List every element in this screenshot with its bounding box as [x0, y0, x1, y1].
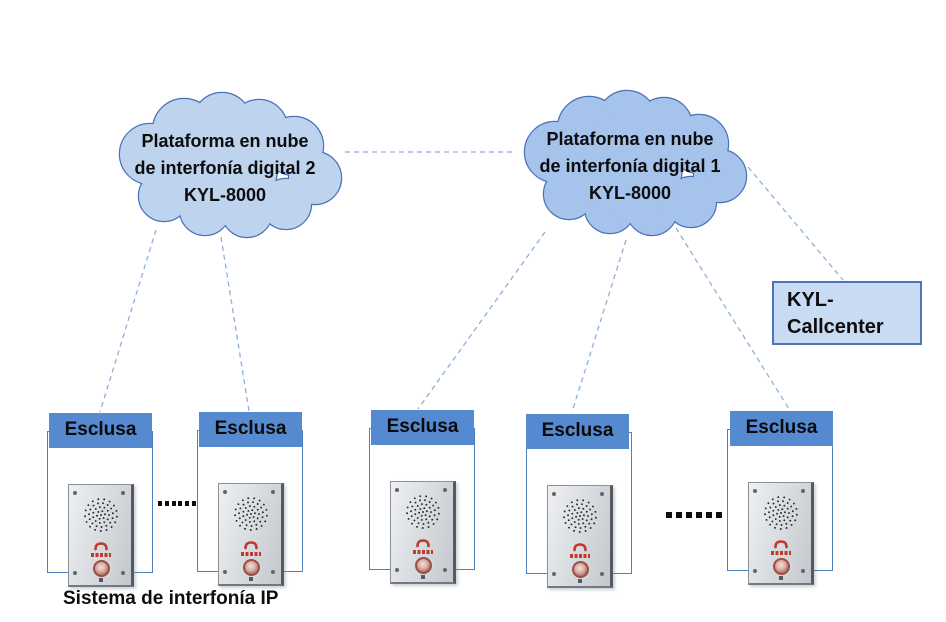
cloud-platform-1-label: Plataforma en nube de interfonía digital…: [505, 126, 755, 207]
cloud-platform-1-icon: [505, 86, 755, 242]
device-frame: [197, 430, 303, 586]
call-button: [243, 559, 260, 576]
intercom-device: [68, 484, 134, 587]
intercom-device: [547, 485, 613, 588]
bottom-mark-icon: [249, 577, 253, 581]
device-frame: [369, 428, 475, 584]
cloud1-line2: de interfonía digital 1: [539, 156, 721, 176]
screw-icon: [600, 492, 604, 496]
cloud-platform-2-label: Plataforma en nube de interfonía digital…: [100, 128, 350, 209]
esclusa-unit-5: Esclusa: [727, 411, 837, 585]
call-button: [572, 561, 589, 578]
ellipsis-dot: [164, 501, 169, 506]
ellipsis-dot: [716, 512, 722, 518]
screw-icon: [271, 490, 275, 494]
phone-handset-icon: [573, 543, 587, 552]
speaker-grille-icon: [84, 498, 118, 532]
callcenter-box: KYL- Callcenter: [772, 281, 922, 345]
connector-cloud1-esclusa4: [571, 239, 627, 413]
ellipsis-dot: [706, 512, 712, 518]
intercom-device: [390, 481, 456, 584]
screw-icon: [443, 568, 447, 572]
phone-handset-icon: [774, 540, 788, 549]
device-red-label: [413, 550, 433, 554]
bottom-mark-icon: [99, 578, 103, 582]
bottom-mark-icon: [578, 579, 582, 583]
screw-icon: [753, 489, 757, 493]
esclusa-unit-4: Esclusa: [526, 414, 636, 588]
ellipsis-dot: [158, 501, 162, 506]
screw-icon: [395, 488, 399, 492]
esclusa-unit-1: Esclusa: [47, 413, 157, 587]
ellipsis-dot: [171, 501, 176, 506]
device-frame: [526, 432, 632, 588]
intercom-device: [748, 482, 814, 585]
device-red-label: [241, 552, 261, 556]
cloud-platform-2-icon: [100, 90, 350, 242]
cloud2-line1: Plataforma en nube: [141, 131, 309, 151]
device-frame: [47, 431, 153, 587]
intercom-device: [218, 483, 284, 586]
screw-icon: [801, 569, 805, 573]
connector-cloud2-esclusa1: [99, 229, 157, 413]
screw-icon: [73, 571, 77, 575]
screw-icon: [121, 491, 125, 495]
device-frame: [727, 429, 833, 585]
esclusa-unit-2: Esclusa: [197, 412, 307, 586]
screw-icon: [600, 572, 604, 576]
device-red-label: [91, 553, 111, 557]
cloud2-line2: de interfonía digital 2: [134, 158, 316, 178]
screw-icon: [395, 568, 399, 572]
speaker-grille-icon: [563, 499, 597, 533]
phone-handset-icon: [94, 542, 108, 551]
connector-cloud2-esclusa2: [220, 236, 250, 412]
diagram-caption: Sistema de interfonía IP: [63, 588, 279, 609]
screw-icon: [552, 572, 556, 576]
screw-icon: [121, 571, 125, 575]
cloud1-line1: Plataforma en nube: [546, 129, 714, 149]
speaker-grille-icon: [406, 495, 440, 529]
call-button: [93, 560, 110, 577]
connector-cloud1-esclusa3: [417, 231, 546, 410]
phone-handset-icon: [416, 539, 430, 548]
screw-icon: [73, 491, 77, 495]
ellipsis-dot: [696, 512, 702, 518]
bottom-mark-icon: [421, 575, 425, 579]
screw-icon: [552, 492, 556, 496]
device-red-label: [570, 554, 590, 558]
ellipsis-dot: [676, 512, 682, 518]
ellipsis-separator-left: [158, 501, 198, 506]
device-red-label: [771, 551, 791, 555]
screw-icon: [753, 569, 757, 573]
screw-icon: [801, 489, 805, 493]
esclusa-band: Esclusa: [526, 414, 629, 449]
ellipsis-dot: [178, 501, 183, 506]
esclusa-band: Esclusa: [371, 410, 474, 445]
screw-icon: [223, 570, 227, 574]
cloud1-line3: KYL-8000: [588, 183, 672, 203]
screw-icon: [223, 490, 227, 494]
callcenter-line1: KYL-: [787, 289, 834, 311]
screw-icon: [443, 488, 447, 492]
esclusa-unit-3: Esclusa: [369, 410, 479, 584]
ellipsis-dot: [686, 512, 692, 518]
ellipsis-dot: [185, 501, 190, 506]
call-button: [415, 557, 432, 574]
call-button: [773, 558, 790, 575]
esclusa-band: Esclusa: [199, 412, 302, 447]
esclusa-band: Esclusa: [730, 411, 833, 446]
callcenter-line2: Callcenter: [787, 316, 884, 338]
cloud2-line3: KYL-8000: [183, 185, 267, 205]
ellipsis-dot: [666, 512, 672, 518]
bottom-mark-icon: [779, 576, 783, 580]
ellipsis-separator-right: [666, 512, 723, 518]
ellipsis-dot: [191, 501, 196, 506]
connector-cloud1-callcenter: [747, 166, 844, 281]
speaker-grille-icon: [764, 496, 798, 530]
screw-icon: [271, 570, 275, 574]
phone-handset-icon: [244, 541, 258, 550]
speaker-grille-icon: [234, 497, 268, 531]
esclusa-band: Esclusa: [49, 413, 152, 448]
